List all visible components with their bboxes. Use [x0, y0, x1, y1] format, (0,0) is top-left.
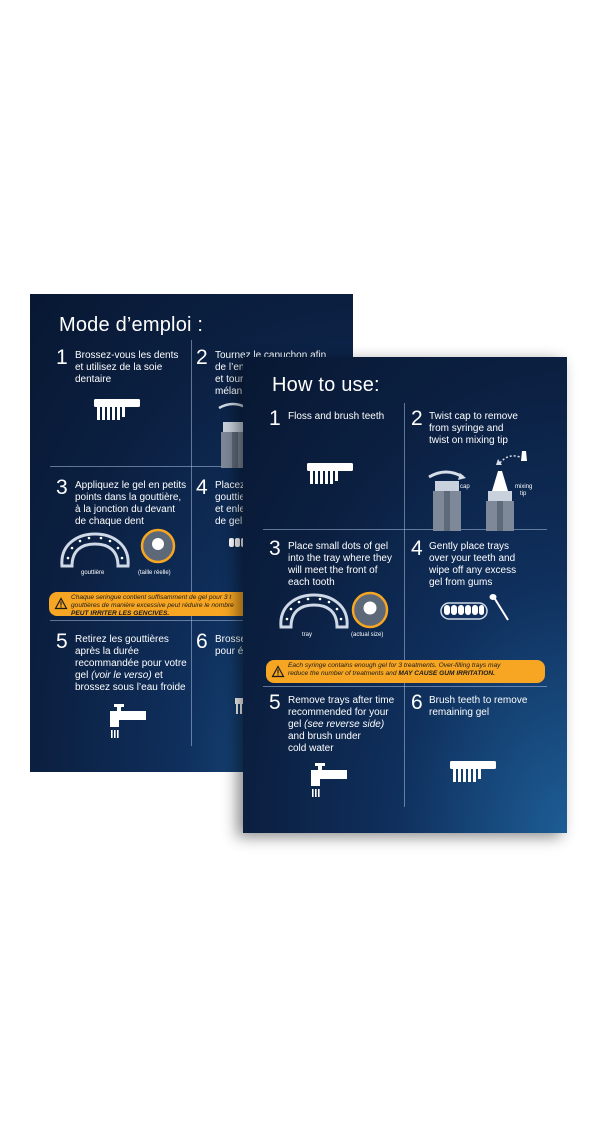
warning-emphasis: PEUT IRRITER LES GENCIVES. [71, 610, 170, 617]
toothbrush-icon [307, 463, 353, 484]
step-text: Twist cap to remove from syringe and twi… [429, 411, 518, 446]
step-number: 3 [56, 476, 68, 499]
actual-size-caption: (taille réelle) [138, 570, 171, 576]
actual-size-icon [140, 528, 176, 564]
teeth-tray-icon [440, 602, 488, 620]
grid-divider [263, 686, 547, 687]
actual-size-icon [351, 591, 389, 629]
english-instruction-card: How to use: 1 Floss and brush teeth 2 Tw… [243, 357, 567, 833]
step-number: 1 [269, 407, 281, 430]
step-text: Brosse pour é [215, 634, 247, 657]
toothbrush-icon [450, 761, 496, 782]
mixing-caption: mixing [515, 484, 533, 490]
swab-icon [489, 594, 509, 621]
step-number: 4 [411, 537, 423, 560]
step-number: 6 [196, 630, 208, 653]
grid-divider [191, 340, 192, 746]
step-text: Appliquez le gel en petits points dans l… [75, 480, 187, 527]
grid-divider [263, 529, 547, 530]
tray-caption: tray [302, 632, 313, 638]
tray-icon [60, 532, 130, 568]
tray-caption: gouttière [81, 570, 105, 576]
syringe-tip-icon [486, 451, 527, 531]
step-number: 2 [411, 407, 423, 430]
step-number: 6 [411, 691, 423, 714]
step-text: Placez gouttie et enle de gel [215, 480, 246, 527]
step-number: 4 [196, 476, 208, 499]
grid-divider [404, 403, 405, 807]
step-text: Retirez les gouttières après la durée re… [75, 634, 187, 693]
warning-text: Chaque seringue contient suffisamment de… [71, 594, 234, 609]
tip-caption: tip [520, 491, 527, 497]
step-text: Remove trays after time recommended for … [288, 695, 395, 754]
page-title: Mode d’emploi : [59, 314, 204, 336]
syringe-cap-icon [428, 470, 466, 531]
toothbrush-icon [94, 399, 140, 420]
step-number: 5 [269, 691, 281, 714]
step-text: Tournez le capuchon afin de l’en et tour… [215, 350, 327, 397]
grid-divider [50, 620, 350, 621]
page-title: How to use: [272, 374, 380, 396]
step-text: Brossez-vous les dents et utilisez de la… [75, 350, 179, 385]
grid-divider [50, 466, 350, 467]
step-text: Gently place trays over your teeth and w… [429, 541, 517, 588]
step-number: 1 [56, 346, 68, 369]
step-text: Brush teeth to remove remaining gel [429, 695, 528, 718]
step-number: 3 [269, 537, 281, 560]
warning-text: Each syringe contains enough gel for 3 t… [288, 662, 501, 677]
warning-icon [54, 597, 68, 610]
faucet-icon [311, 763, 347, 797]
toothbrush-icon [235, 698, 245, 714]
step-text: Place small dots of gel into the tray wh… [288, 541, 392, 588]
warning-emphasis: MAY CAUSE GUM IRRITATION. [398, 670, 495, 677]
tray-icon [279, 593, 349, 629]
actual-size-caption: (actual size) [351, 632, 384, 638]
cap-caption: cap [460, 484, 470, 490]
warning-icon [271, 664, 285, 677]
step-number: 2 [196, 346, 208, 369]
faucet-icon [110, 704, 146, 738]
warning-banner: Each syringe contains enough gel for 3 t… [266, 660, 545, 683]
step-text: Floss and brush teeth [288, 411, 385, 422]
step-number: 5 [56, 630, 68, 653]
